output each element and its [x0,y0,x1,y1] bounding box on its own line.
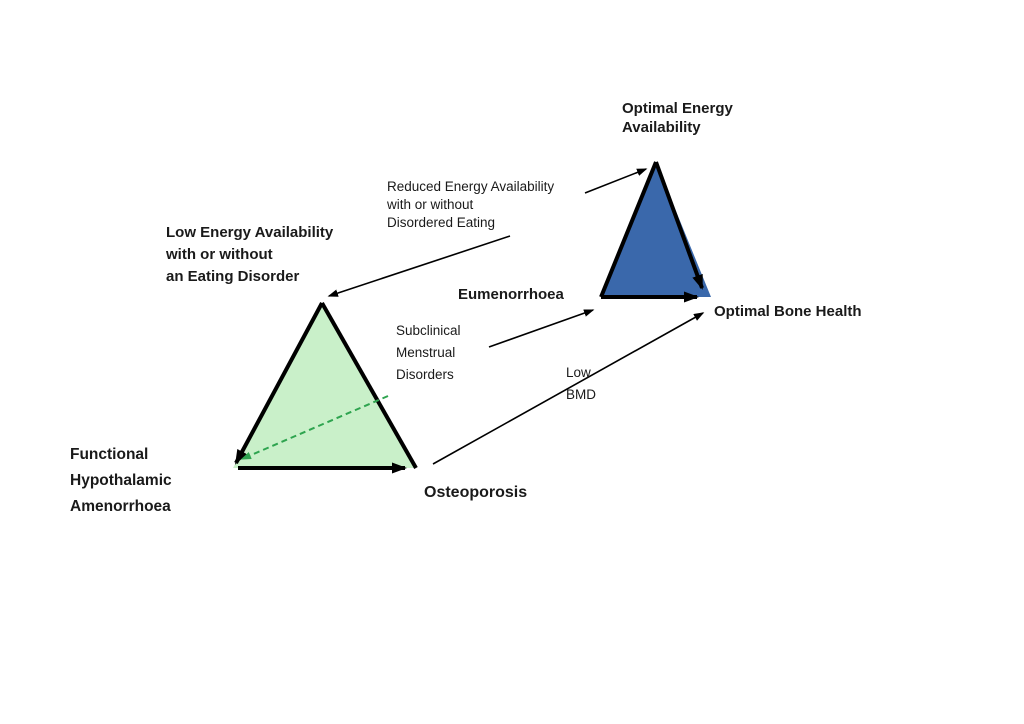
label-reduced-energy-availability: Reduced Energy Availability with or with… [387,179,555,230]
label-osteoporosis: Osteoporosis [424,484,528,501]
arrow-subclinical-to-eumenorrhoea [488,309,595,348]
pathology-triangle-shape [233,303,416,468]
label-low-bmd: Low BMD [566,365,596,402]
label-low-energy-availability: Low Energy Availability with or without … [166,224,334,285]
pathology-edge-right [320,302,418,469]
label-functional-hypothalamic-amenorrhoea: Functional Hypothalamic Amenorrhoea [70,446,172,515]
label-optimal-energy-availability: Optimal Energy Availability [622,100,733,136]
arrow-reduced-energy-to-pathology-apex [327,235,511,297]
arrow-osteoporosis-to-optimal-bone-health [432,312,705,465]
label-optimal-bone-health: Optimal Bone Health [714,303,862,320]
healthy-edge-left [599,161,658,298]
label-subclinical-menstrual-disorders: Subclinical Menstrual Disorders [396,323,461,382]
pathology-edge-left-arrow [234,302,324,465]
healthy-edge-right-arrow [654,161,704,290]
arrow-reduced-energy-to-healthy-apex [584,168,648,194]
pathology-triangle [233,302,418,474]
healthy-triangle [599,161,711,303]
label-eumenorrhoea: Eumenorrhoea [458,286,564,303]
healthy-triangle-shape [601,162,711,297]
pathology-dashed-relapse-arrow [240,395,389,460]
